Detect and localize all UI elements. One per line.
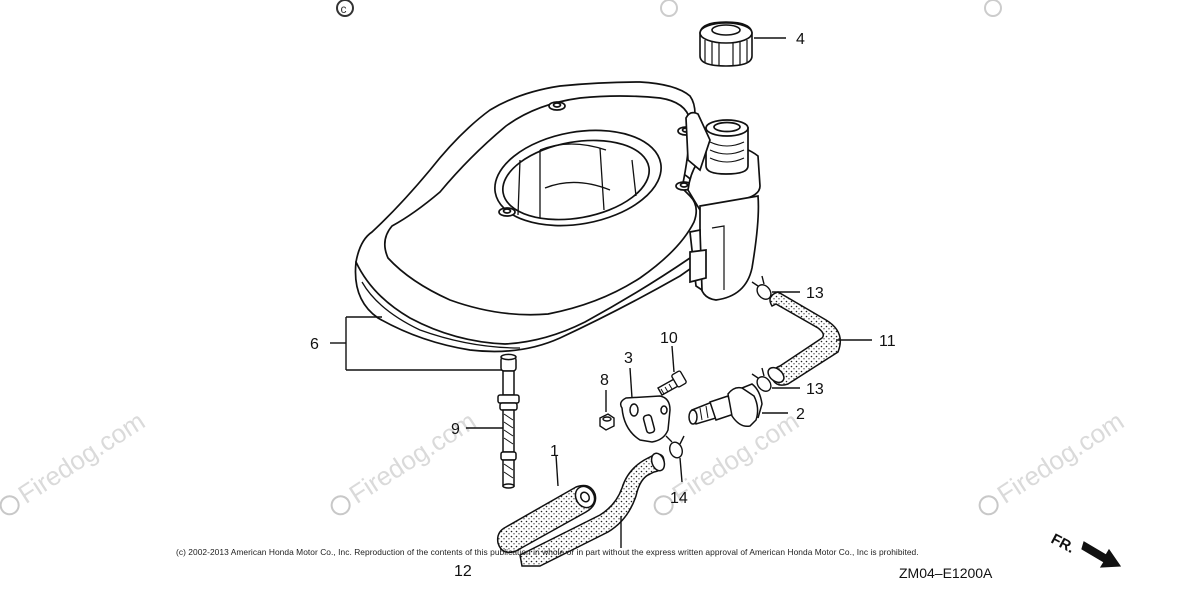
copyright-icon bbox=[660, 0, 678, 17]
callout-12: 12 bbox=[454, 563, 472, 580]
callout-6: 6 bbox=[310, 336, 319, 353]
fuel-hose-curved bbox=[519, 452, 666, 567]
fuel-hose-tank bbox=[767, 291, 841, 386]
callout-13-upper: 13 bbox=[806, 285, 824, 302]
fuel-cap bbox=[699, 21, 753, 67]
copyright-icon bbox=[336, 0, 354, 17]
watermark-text: Firedog.com bbox=[344, 406, 482, 510]
leader-line-3 bbox=[629, 367, 633, 399]
fuel-tube-straight bbox=[496, 484, 597, 554]
filler-neck bbox=[685, 111, 761, 301]
watermark-text: Firedog.com bbox=[13, 406, 151, 510]
front-label: FR. bbox=[1048, 531, 1077, 557]
leader-line-10 bbox=[671, 345, 675, 373]
stud-bolt bbox=[497, 353, 520, 489]
callout-13-lower: 13 bbox=[806, 381, 824, 398]
watermark-text: Firedog.com bbox=[992, 406, 1130, 510]
copyright-icon: c bbox=[341, 2, 347, 16]
leader-line-14 bbox=[679, 457, 683, 483]
cock-bracket bbox=[619, 395, 671, 443]
diagram-code: ZM04–E1200A bbox=[899, 565, 993, 581]
hose-clip-14 bbox=[665, 435, 685, 459]
callout-3: 3 bbox=[624, 350, 633, 367]
callout-8: 8 bbox=[600, 372, 609, 389]
copyright-icon bbox=[984, 0, 1002, 17]
callout-10: 10 bbox=[660, 330, 678, 347]
front-direction-marker: FR. bbox=[1048, 531, 1122, 568]
nut bbox=[599, 413, 615, 431]
callout-4: 4 bbox=[796, 31, 805, 48]
copyright-notice: (c) 2002-2013 American Honda Motor Co., … bbox=[176, 547, 919, 557]
callout-2: 2 bbox=[796, 406, 805, 423]
front-arrow-icon bbox=[1081, 541, 1122, 568]
leader-line-1 bbox=[555, 454, 559, 487]
fuel-valve bbox=[688, 383, 763, 428]
screw bbox=[657, 370, 687, 396]
hose-clip-13-upper bbox=[751, 275, 772, 300]
callout-9: 9 bbox=[451, 421, 460, 438]
callout-bracket-6 bbox=[330, 316, 505, 371]
callout-14: 14 bbox=[670, 490, 688, 507]
fuel-tank bbox=[354, 81, 709, 353]
callout-11: 11 bbox=[879, 333, 896, 350]
hose-clip-13-lower bbox=[751, 367, 772, 392]
callout-1: 1 bbox=[550, 443, 559, 460]
